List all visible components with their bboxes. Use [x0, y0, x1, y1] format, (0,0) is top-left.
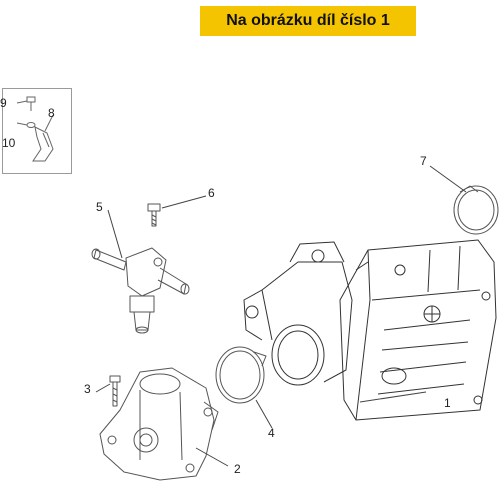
leader-9	[16, 100, 28, 104]
bracket-edge	[42, 132, 50, 148]
callout-4: 4	[268, 426, 275, 440]
callout-6: 6	[208, 186, 215, 200]
throttle-body	[243, 239, 497, 421]
callout-10: 10	[2, 136, 16, 150]
callout-1: 1	[444, 396, 451, 410]
leader-lines	[95, 165, 467, 467]
leader-3	[95, 383, 111, 393]
banner-text: Na obrázku díl číslo 1	[226, 12, 390, 29]
clamp-part-7	[453, 185, 499, 235]
intake-manifold	[99, 367, 219, 481]
leader-1	[359, 391, 427, 403]
bolt-part-6	[147, 203, 161, 227]
injector-assembly	[91, 247, 190, 334]
leader-8	[44, 114, 54, 132]
leader-2	[195, 447, 229, 467]
callout-9: 9	[0, 96, 7, 110]
inset-box	[2, 88, 72, 174]
bracket	[32, 126, 54, 162]
callout-7: 7	[420, 154, 427, 168]
callout-2: 2	[234, 462, 241, 476]
inset-drawing	[16, 96, 54, 162]
leader-10	[16, 122, 28, 126]
leader-6	[161, 195, 207, 209]
leader-7	[429, 165, 467, 193]
callout-3: 3	[84, 382, 91, 396]
leader-4	[255, 399, 273, 429]
bolt-part-3	[109, 375, 121, 407]
clamp-part-4	[215, 346, 267, 404]
callout-5: 5	[96, 200, 103, 214]
leader-5	[107, 209, 123, 259]
part-number-banner: Na obrázku díl číslo 1	[200, 6, 416, 36]
callout-8: 8	[48, 106, 55, 120]
